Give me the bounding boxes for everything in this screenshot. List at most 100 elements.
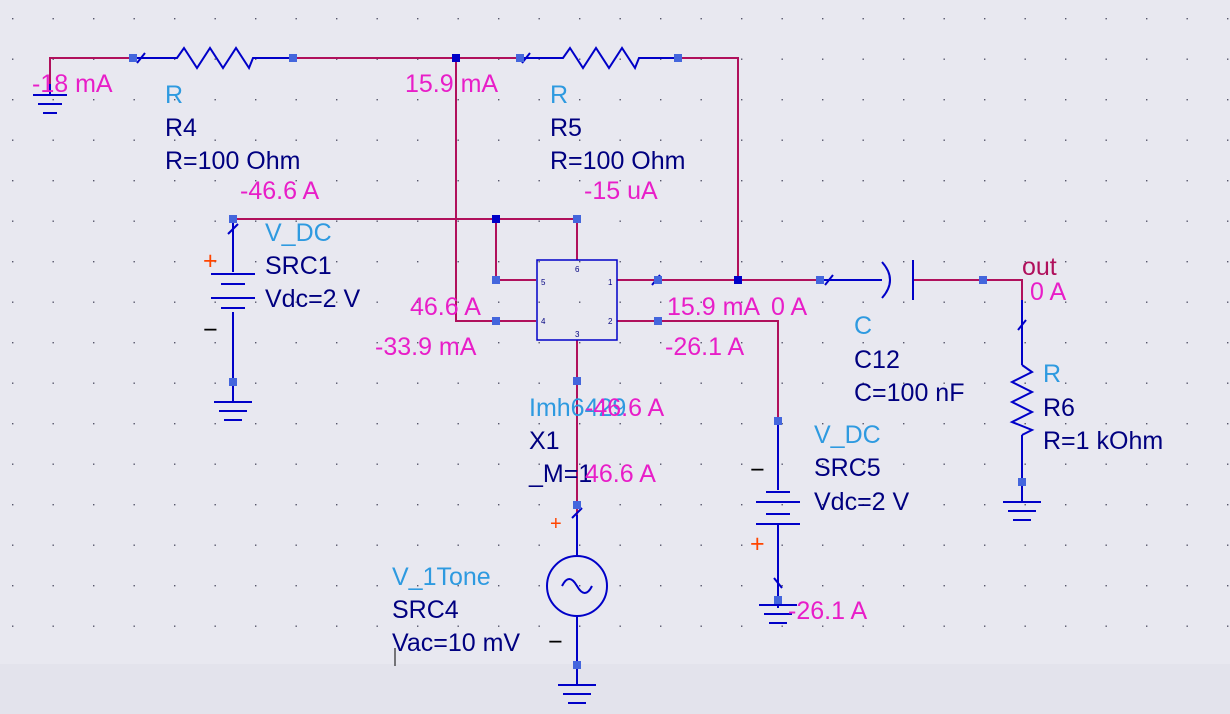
grid-dot: [1146, 423, 1148, 425]
grid-dot: [822, 180, 824, 182]
grid-dot: [93, 261, 95, 263]
grid-dot: [660, 180, 662, 182]
grid-dot: [862, 58, 864, 60]
grid-dot: [1146, 504, 1148, 506]
grid-dot: [498, 463, 500, 465]
grid-dot: [1024, 342, 1026, 344]
grid-dot: [133, 504, 135, 506]
wire-c12-out[interactable]: [913, 279, 1023, 300]
grid-dot: [12, 261, 14, 263]
grid-dot: [1146, 180, 1148, 182]
capacitor-c12[interactable]: [820, 260, 914, 300]
grid-dot: [255, 544, 257, 546]
resistor-r6[interactable]: [1009, 364, 1035, 436]
grid-dot: [174, 301, 176, 303]
grid-dot: [1024, 58, 1026, 60]
grid-dot: [417, 544, 419, 546]
wire-top[interactable]: [49, 57, 135, 84]
grid-dot: [336, 18, 338, 20]
grid-dot: [1227, 463, 1229, 465]
grid-dot: [619, 382, 621, 384]
grid-dot: [417, 261, 419, 263]
grid-dot: [741, 585, 743, 587]
grid-dot: [1227, 342, 1229, 344]
resistor-r5[interactable]: [520, 46, 678, 71]
grid-dot: [862, 423, 864, 425]
ac-source-src4[interactable]: [546, 555, 608, 617]
grid-dot: [538, 180, 540, 182]
vdc-source-src1[interactable]: [211, 273, 255, 309]
resistor-r4[interactable]: [135, 46, 293, 71]
grid-dot: [822, 220, 824, 222]
grid-dot: [1186, 382, 1188, 384]
ground-symbol-src4: [558, 665, 596, 704]
grid-dot: [781, 180, 783, 182]
grid-dot: [1146, 382, 1148, 384]
grid-dot: [12, 180, 14, 182]
grid-dot: [133, 382, 135, 384]
grid-dot: [660, 423, 662, 425]
grid-dot: [781, 382, 783, 384]
grid-dot: [1065, 504, 1067, 506]
wire-r5-right[interactable]: [678, 57, 739, 280]
grid-dot: [498, 382, 500, 384]
x1-param: _M=1: [528, 460, 592, 488]
grid-dot: [295, 342, 297, 344]
grid-dot: [255, 261, 257, 263]
grid-dot: [295, 423, 297, 425]
wire-pin4[interactable]: [455, 280, 536, 322]
grid-dot: [174, 382, 176, 384]
grid-dot: [1065, 585, 1067, 587]
grid-dot: [214, 625, 216, 627]
grid-dot: [1227, 58, 1229, 60]
grid-dot: [741, 301, 743, 303]
connection-nodes: [129, 54, 1026, 669]
grid-dot: [903, 585, 905, 587]
grid-dot: [660, 99, 662, 101]
grid-dot: [619, 18, 621, 20]
device-x1[interactable]: 6 1 2 3 4 5: [536, 259, 618, 341]
grid-dot: [1146, 463, 1148, 465]
grid-dot: [457, 139, 459, 141]
grid-dot: [700, 463, 702, 465]
grid-dot: [741, 58, 743, 60]
grid-dot: [700, 382, 702, 384]
grid-dot: [781, 342, 783, 344]
grid-dot: [984, 463, 986, 465]
grid-dot: [984, 585, 986, 587]
grid-dot: [943, 423, 945, 425]
grid-dot: [295, 139, 297, 141]
grid-dot: [579, 18, 581, 20]
grid-dot: [52, 342, 54, 344]
grid-dot: [781, 625, 783, 627]
current-x1-pin4: -33.9 mA: [375, 333, 477, 361]
grid-dot: [741, 382, 743, 384]
grid-dot: [619, 625, 621, 627]
grid-dot: [52, 99, 54, 101]
current-x1-pin1-b: 0 A: [771, 293, 807, 321]
grid-dot: [984, 220, 986, 222]
grid-dot: [1065, 18, 1067, 20]
grid-dot: [741, 18, 743, 20]
grounds: [33, 84, 1041, 704]
grid-dot: [174, 544, 176, 546]
grid-dot: [862, 544, 864, 546]
grid-dot: [700, 301, 702, 303]
grid-dot: [1227, 423, 1229, 425]
grid-dot: [984, 58, 986, 60]
grid-dot: [862, 342, 864, 344]
src4-minus: −: [548, 628, 563, 656]
grid-dot: [52, 261, 54, 263]
grid-dot: [579, 180, 581, 182]
grid-dot: [376, 625, 378, 627]
grid-dot: [1105, 585, 1107, 587]
grid-dot: [538, 463, 540, 465]
grid-dot: [862, 301, 864, 303]
grid-dot: [1186, 625, 1188, 627]
grid-dot: [781, 99, 783, 101]
grid-dot: [214, 261, 216, 263]
wire-pin2[interactable]: [617, 320, 779, 420]
grid-dot: [336, 423, 338, 425]
vdc-source-src5[interactable]: [756, 491, 800, 525]
